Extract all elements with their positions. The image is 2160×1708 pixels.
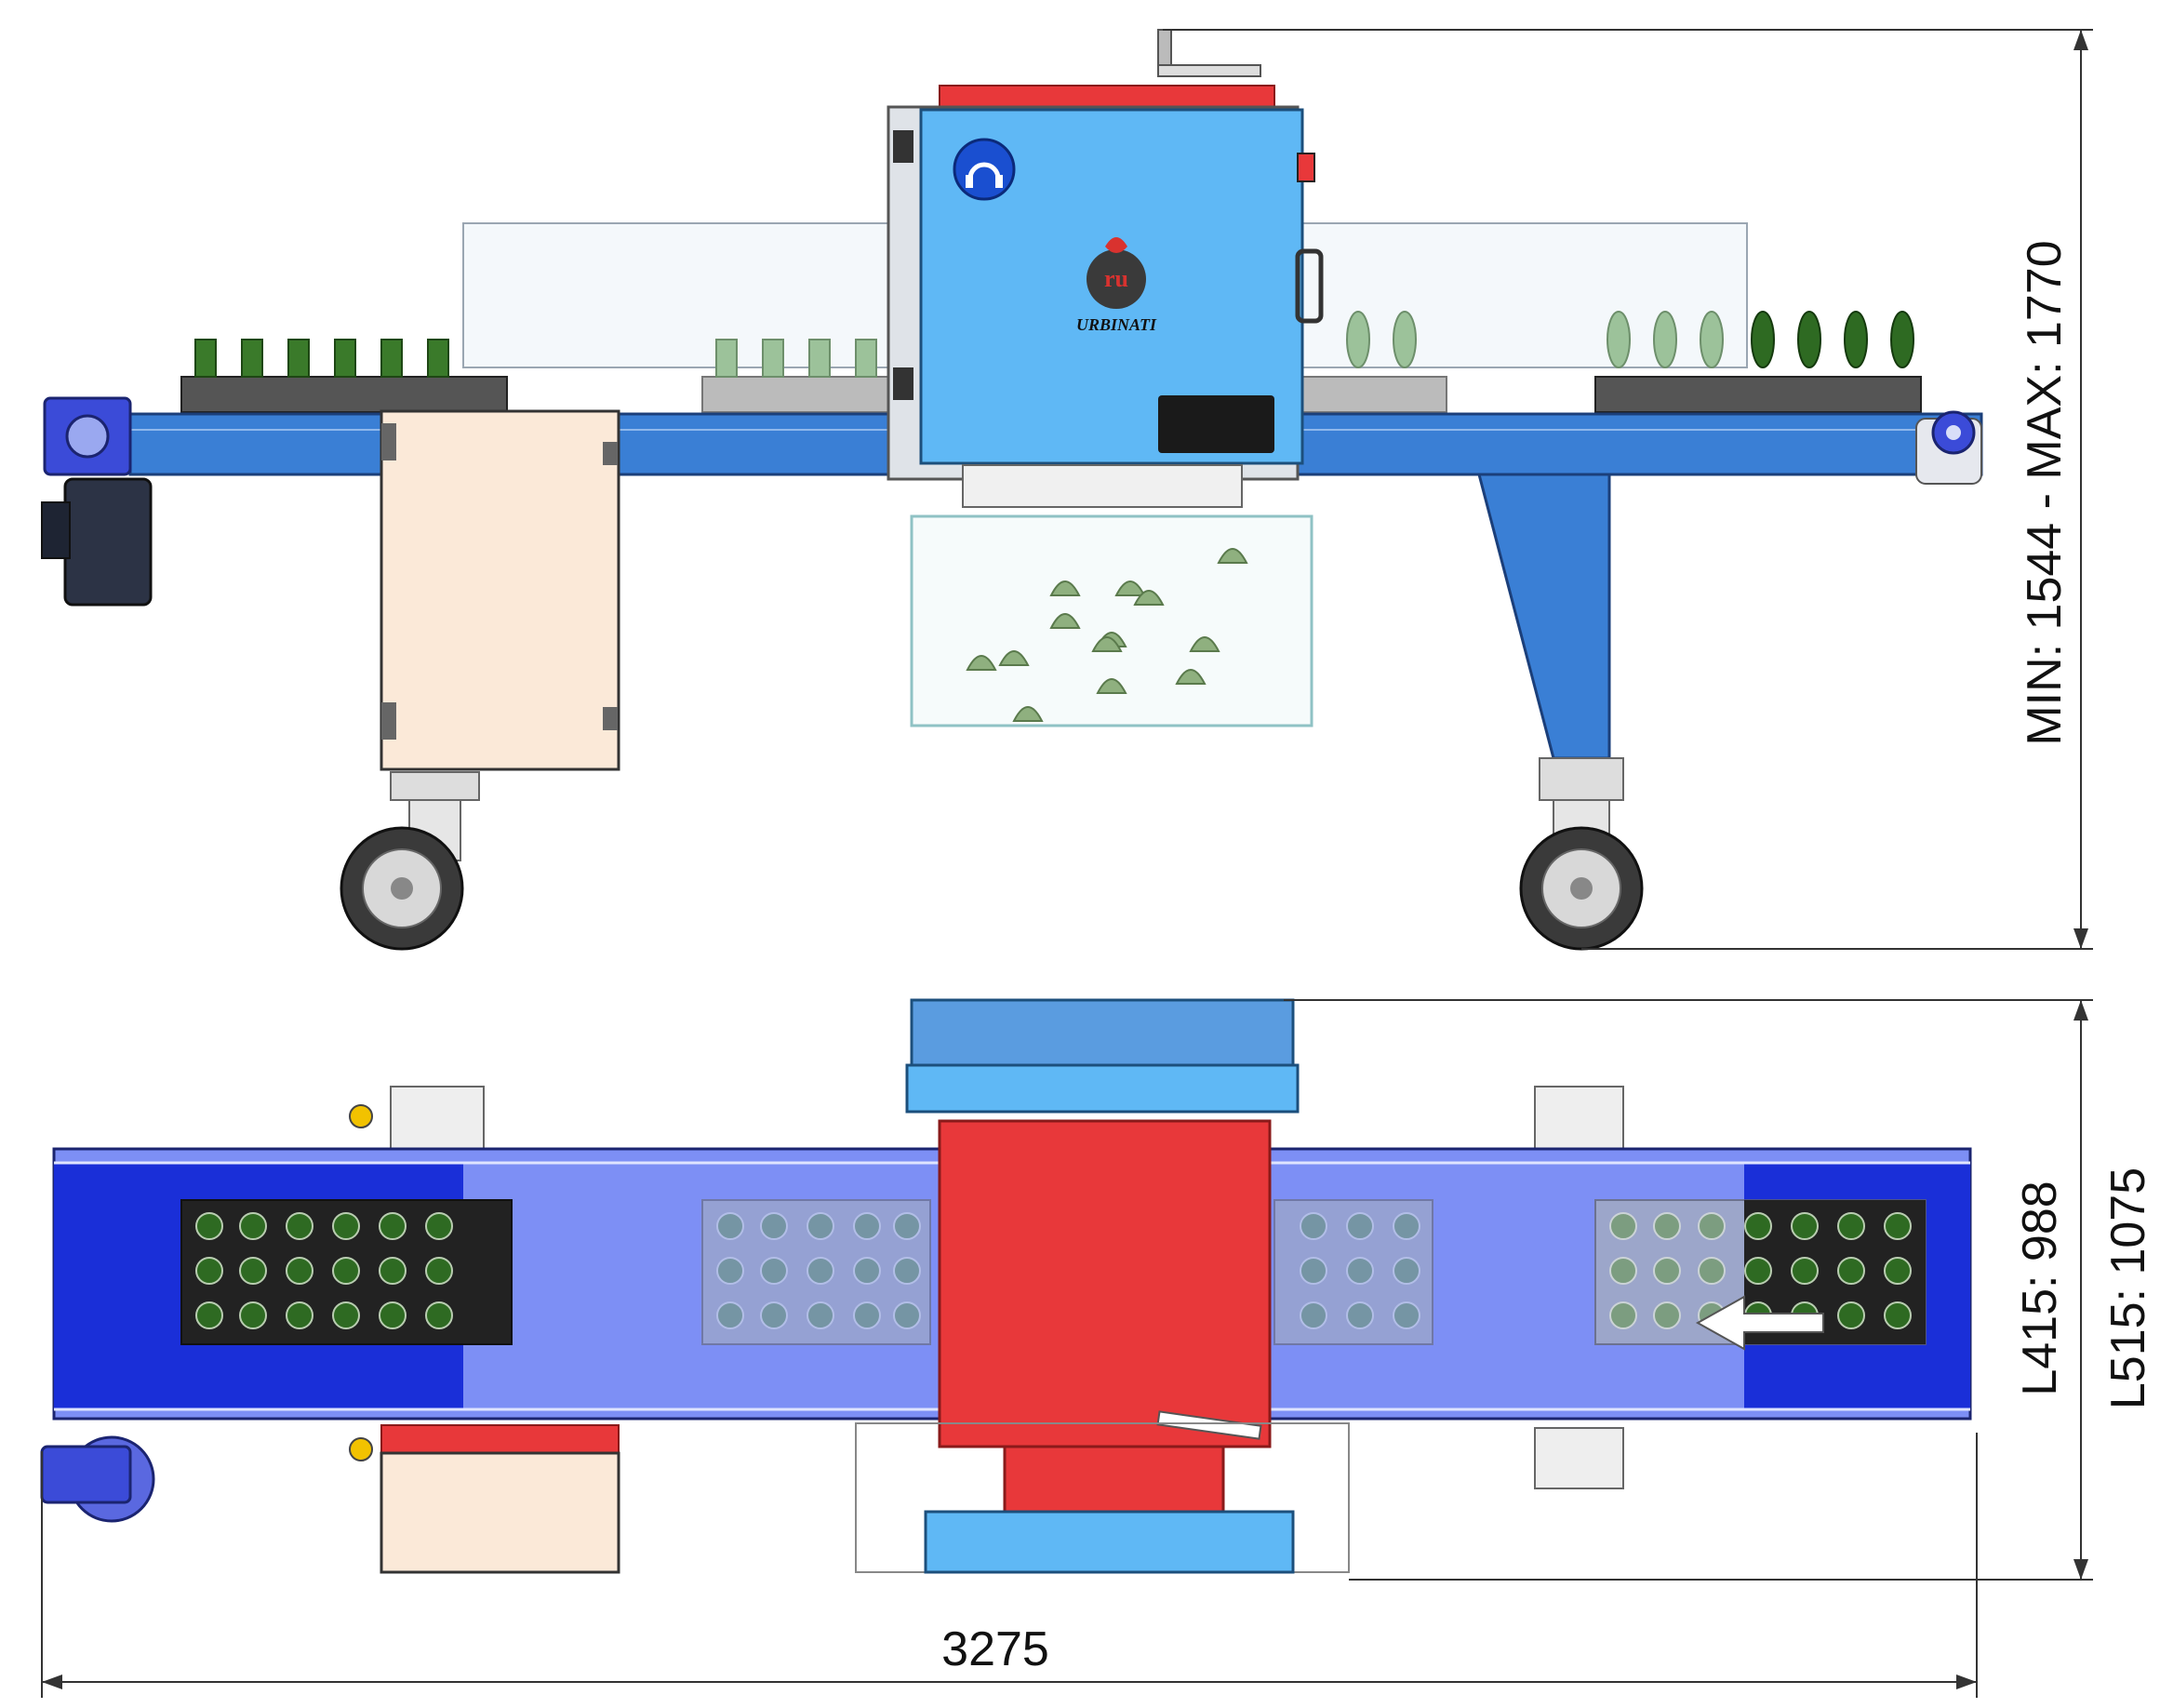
tray-3 — [1273, 1199, 1433, 1345]
plants-left — [180, 339, 889, 413]
height-dimension: MIN: 1544 - MAX: 1770 — [1163, 29, 2093, 950]
length-label: 3275 — [941, 1622, 1049, 1676]
width-dimensions: L415: 988 L515: 1075 — [1284, 999, 2155, 1581]
tray-2 — [701, 1199, 931, 1345]
collection-bin — [910, 514, 1313, 727]
urbinati-logo-icon: ru — [1087, 237, 1146, 309]
height-label: MIN: 1544 - MAX: 1770 — [2018, 240, 2072, 745]
gear-motor — [41, 396, 153, 607]
brand-name: URBINATI — [1076, 315, 1157, 334]
castor-wheel-right — [1519, 757, 1644, 951]
width-label-inner: L415: 988 — [2013, 1181, 2067, 1395]
tray-1 — [180, 1199, 513, 1345]
support-leg — [1477, 473, 1611, 760]
control-panel[interactable] — [1158, 395, 1274, 453]
plants-right — [1297, 311, 1922, 413]
electrical-cabinet — [380, 409, 620, 771]
width-label-outer: L515: 1075 — [2101, 1168, 2155, 1409]
svg-text:ru: ru — [1104, 265, 1128, 292]
machine-top-cover — [938, 1119, 1272, 1448]
length-dimension: 3275 — [41, 1433, 1978, 1698]
ear-protection-icon — [953, 138, 1016, 201]
direction-arrow-icon — [1695, 1295, 1824, 1351]
side-view: ru URBINATI — [41, 29, 1983, 951]
top-view — [40, 998, 1972, 1574]
castor-wheel-left — [340, 771, 480, 951]
bearing-right — [1915, 410, 1982, 485]
machine-body: ru URBINATI — [887, 29, 1324, 508]
